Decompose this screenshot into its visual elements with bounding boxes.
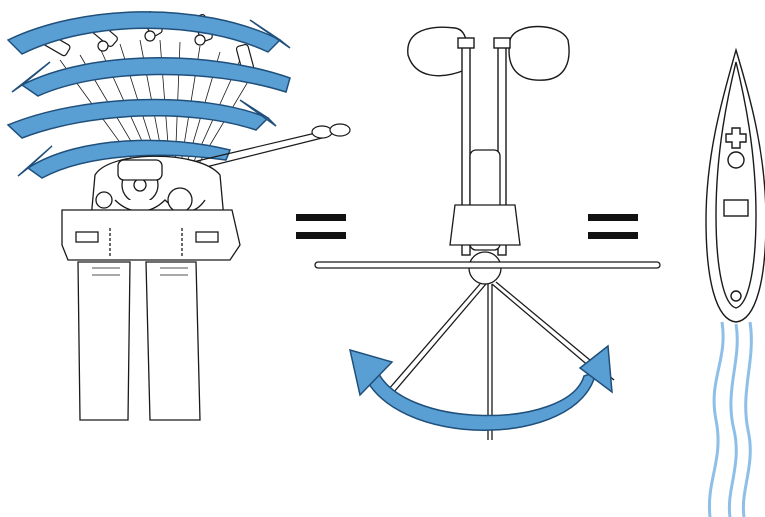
water-trail [709,322,751,517]
kayak-hull [706,50,765,322]
kayak-panel [706,50,765,517]
fin-motion-arrow [350,346,612,430]
drive-fins [78,262,200,420]
equals-operator-1 [296,214,346,239]
crossbar [315,262,660,268]
equals-operator-2 [588,214,638,239]
drive-base [62,210,240,260]
